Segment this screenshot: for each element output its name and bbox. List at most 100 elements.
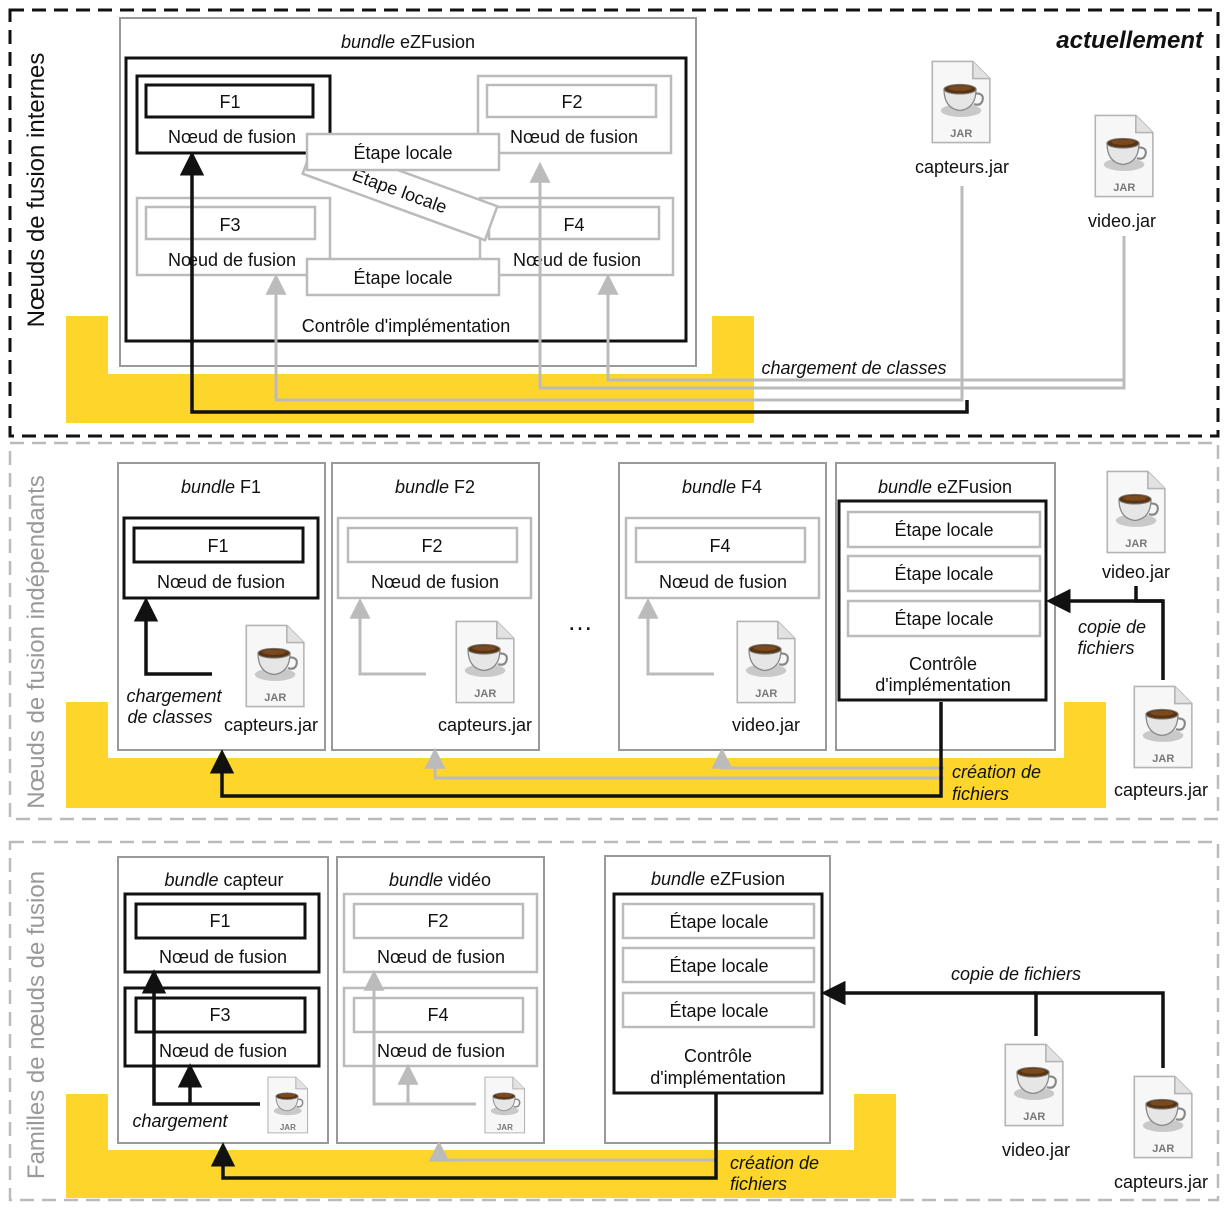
jar-label-video: video.jar <box>1088 211 1156 231</box>
node-f4-label: Nœud de fusion <box>377 1041 505 1061</box>
bundle-video-title: bundle vidéo <box>389 870 491 890</box>
node-f2-label: Nœud de fusion <box>377 947 505 967</box>
node-f4-label: Nœud de fusion <box>513 250 641 270</box>
section-side-label: Familles de nœuds de fusion <box>23 871 50 1179</box>
jar-label-capteurs: capteurs.jar <box>1114 1172 1208 1192</box>
load-arrow <box>349 597 426 676</box>
jar-icon-caption: JAR <box>280 1123 296 1132</box>
node-f4-label: Nœud de fusion <box>659 572 787 592</box>
control-label-1: Contrôle <box>909 654 977 674</box>
control-label-2: d'implémentation <box>650 1068 786 1088</box>
load-arrow <box>637 597 714 676</box>
step-local-label: Étape locale <box>894 609 993 629</box>
copy-label-2: fichiers <box>1077 638 1134 658</box>
node-f1-id: F1 <box>219 92 240 112</box>
create-label-1: création de <box>952 762 1041 782</box>
create-line-capteur <box>210 1094 718 1180</box>
step-local-top <box>305 132 501 172</box>
create-line-f4 <box>711 747 944 770</box>
load-label: chargement <box>132 1111 228 1131</box>
step-local-label: Étape locale <box>894 564 993 584</box>
bundle-f1-title: bundle F1 <box>181 477 261 497</box>
load-arrow <box>133 597 212 676</box>
control-label-1: Contrôle <box>684 1046 752 1066</box>
control-label-2: d'implémentation <box>875 675 1011 695</box>
step-local-bottom-label: Étape locale <box>353 268 452 288</box>
load-arrow-f1 <box>141 969 260 1106</box>
step-local-label: Étape locale <box>894 520 993 540</box>
load-arrow-f2 <box>363 969 476 1106</box>
node-f2-label: Nœud de fusion <box>510 127 638 147</box>
step-local <box>846 554 1042 593</box>
section-independent: Nœuds de fusion indépendants bundle F1 F… <box>8 441 1220 821</box>
bundle-f2 <box>331 462 540 751</box>
jar-icon-caption: JAR <box>1152 753 1174 765</box>
node-f1-id: F1 <box>207 536 228 556</box>
node-f1-id-box <box>144 83 315 119</box>
jar-icon-caption: JAR <box>950 128 972 140</box>
jar-label-video: video.jar <box>1102 562 1170 582</box>
section-frame <box>8 441 1220 821</box>
step-local-label: Étape locale <box>669 1001 768 1021</box>
copy-label-1: copie de <box>1078 617 1146 637</box>
bundle-f2-title: bundle F2 <box>395 477 475 497</box>
jar-label-capteurs: capteurs.jar <box>915 157 1009 177</box>
step-local <box>846 510 1042 549</box>
yellow-tray <box>66 316 754 423</box>
section-frame <box>8 8 1220 438</box>
node-f3-id: F3 <box>209 1005 230 1025</box>
node-f4-id: F4 <box>427 1005 448 1025</box>
load-label-1: chargement <box>126 686 222 706</box>
node-f1-id-box <box>132 526 305 564</box>
node-f2-id: F2 <box>427 911 448 931</box>
bundle-ezfusion-title: bundle eZFusion <box>651 869 785 889</box>
step-local-label: Étape locale <box>669 956 768 976</box>
node-f1-label: Nœud de fusion <box>168 127 296 147</box>
control-label: Contrôle d'implémentation <box>302 316 511 336</box>
jar-icon-caption: JAR <box>474 688 496 700</box>
node-f3-label: Nœud de fusion <box>159 1041 287 1061</box>
yellow-tray <box>66 1094 896 1198</box>
step-local <box>621 902 816 940</box>
jar-label: video.jar <box>732 715 800 735</box>
node-f3-id-box <box>134 996 307 1034</box>
node-f2-id: F2 <box>421 536 442 556</box>
step-local <box>621 991 816 1029</box>
node-f1-id-box <box>134 902 307 940</box>
create-line-video <box>428 1140 716 1162</box>
jar-icon-caption: JAR <box>1113 182 1135 194</box>
node-f2-label: Nœud de fusion <box>371 572 499 592</box>
load-label-2: de classes <box>127 707 212 727</box>
yellow-tray <box>66 702 1106 808</box>
create-line-f2 <box>424 747 944 780</box>
node-f2-id-box <box>485 83 658 119</box>
class-load-line-f4 <box>597 273 1124 382</box>
jar-label-video: video.jar <box>1002 1140 1070 1160</box>
node-f3-id: F3 <box>219 215 240 235</box>
create-label-1: création de <box>730 1153 819 1173</box>
create-label-2: fichiers <box>952 784 1009 804</box>
node-f1-label: Nœud de fusion <box>157 572 285 592</box>
section-side-label: Nœuds de fusion indépendants <box>23 475 50 809</box>
corner-label: actuellement <box>1056 27 1204 54</box>
jar-icon-caption: JAR <box>1125 538 1147 550</box>
node-f3-id-box <box>144 205 317 241</box>
step-local-top-label: Étape locale <box>353 143 452 163</box>
copy-label: copie de fichiers <box>951 964 1081 984</box>
section-side-label: Nœuds de fusion internes <box>23 53 50 328</box>
node-f4-id-box <box>634 526 807 564</box>
ellipsis: … <box>567 606 593 636</box>
node-f4-id: F4 <box>563 215 584 235</box>
bundle-ezfusion-title: bundle eZFusion <box>878 477 1012 497</box>
bundle-capteur-title: bundle capteur <box>164 870 283 890</box>
jar-icon-caption: JAR <box>264 692 286 704</box>
section-current: Nœuds de fusion internes actuellement bu… <box>8 8 1220 438</box>
jar-label: capteurs.jar <box>224 715 318 735</box>
create-line-f1 <box>209 702 943 798</box>
create-label-2: fichiers <box>730 1174 787 1194</box>
jar-label: capteurs.jar <box>438 715 532 735</box>
node-f2-id-box <box>352 902 525 940</box>
jar-icon-caption: JAR <box>755 688 777 700</box>
node-f2-id: F2 <box>561 92 582 112</box>
